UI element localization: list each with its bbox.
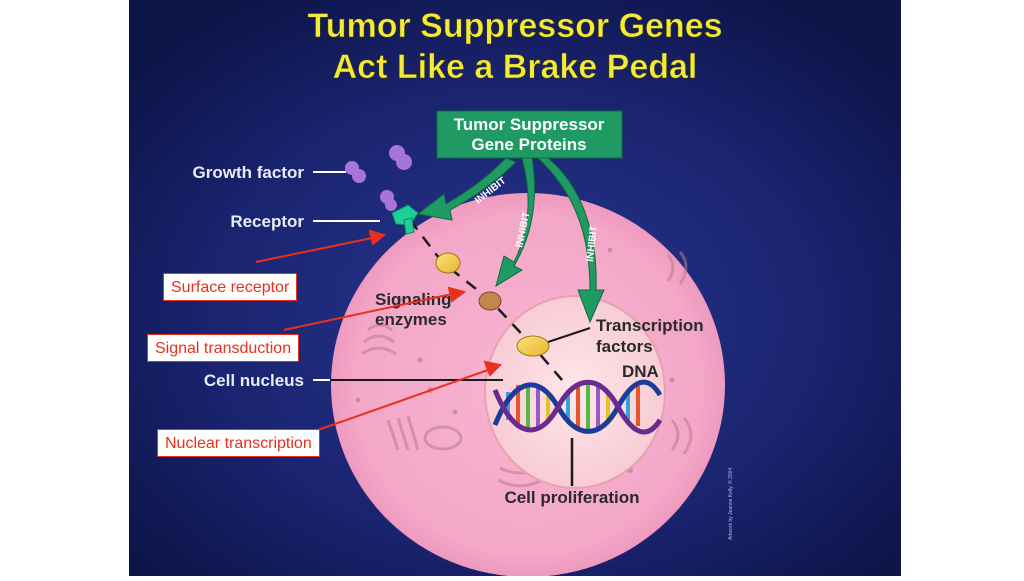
tumor-suppressor-proteins-box — [436, 110, 623, 159]
dna-helix — [492, 379, 663, 435]
title-line2: Act Like a Brake Pedal — [333, 48, 698, 86]
callout-surface-receptor: Surface receptor — [163, 273, 298, 301]
receptor-protein — [391, 204, 419, 235]
label-signaling-line2: enzymes — [375, 310, 447, 329]
label-dna: DNA — [622, 362, 659, 381]
title-line1: Tumor Suppressor Genes — [307, 7, 722, 45]
growth-factor-molecules — [345, 145, 412, 211]
artwork-credit: Artwork by Jeanne Kelly. © 2004. — [727, 466, 734, 540]
label-growth-factor: Growth factor — [193, 163, 305, 182]
label-transcription-line2: factors — [596, 337, 653, 356]
signaling-enzyme-brown — [478, 291, 502, 311]
label-signaling-line1: Signaling — [375, 290, 452, 309]
label-cell-proliferation: Cell proliferation — [504, 488, 639, 507]
proteins-box-line2: Gene Proteins — [471, 135, 586, 154]
inhibit-arrows — [416, 157, 605, 324]
proteins-box-line1: Tumor Suppressor — [454, 115, 605, 134]
signaling-enzyme-yellow — [435, 252, 461, 274]
inhibit-label-3: INHIBIT — [585, 225, 600, 262]
label-receptor: Receptor — [230, 212, 304, 231]
red-annotation-arrows — [255, 229, 503, 431]
label-leader-lines — [313, 171, 380, 381]
callout-nuclear-transcription: Nuclear transcription — [157, 429, 320, 457]
transcription-factor — [516, 335, 550, 357]
inner-leader-lines — [330, 327, 591, 381]
label-transcription-line1: Transcription — [596, 316, 704, 335]
callout-signal-transduction: Signal transduction — [147, 334, 300, 362]
label-cell-nucleus: Cell nucleus — [204, 371, 304, 390]
